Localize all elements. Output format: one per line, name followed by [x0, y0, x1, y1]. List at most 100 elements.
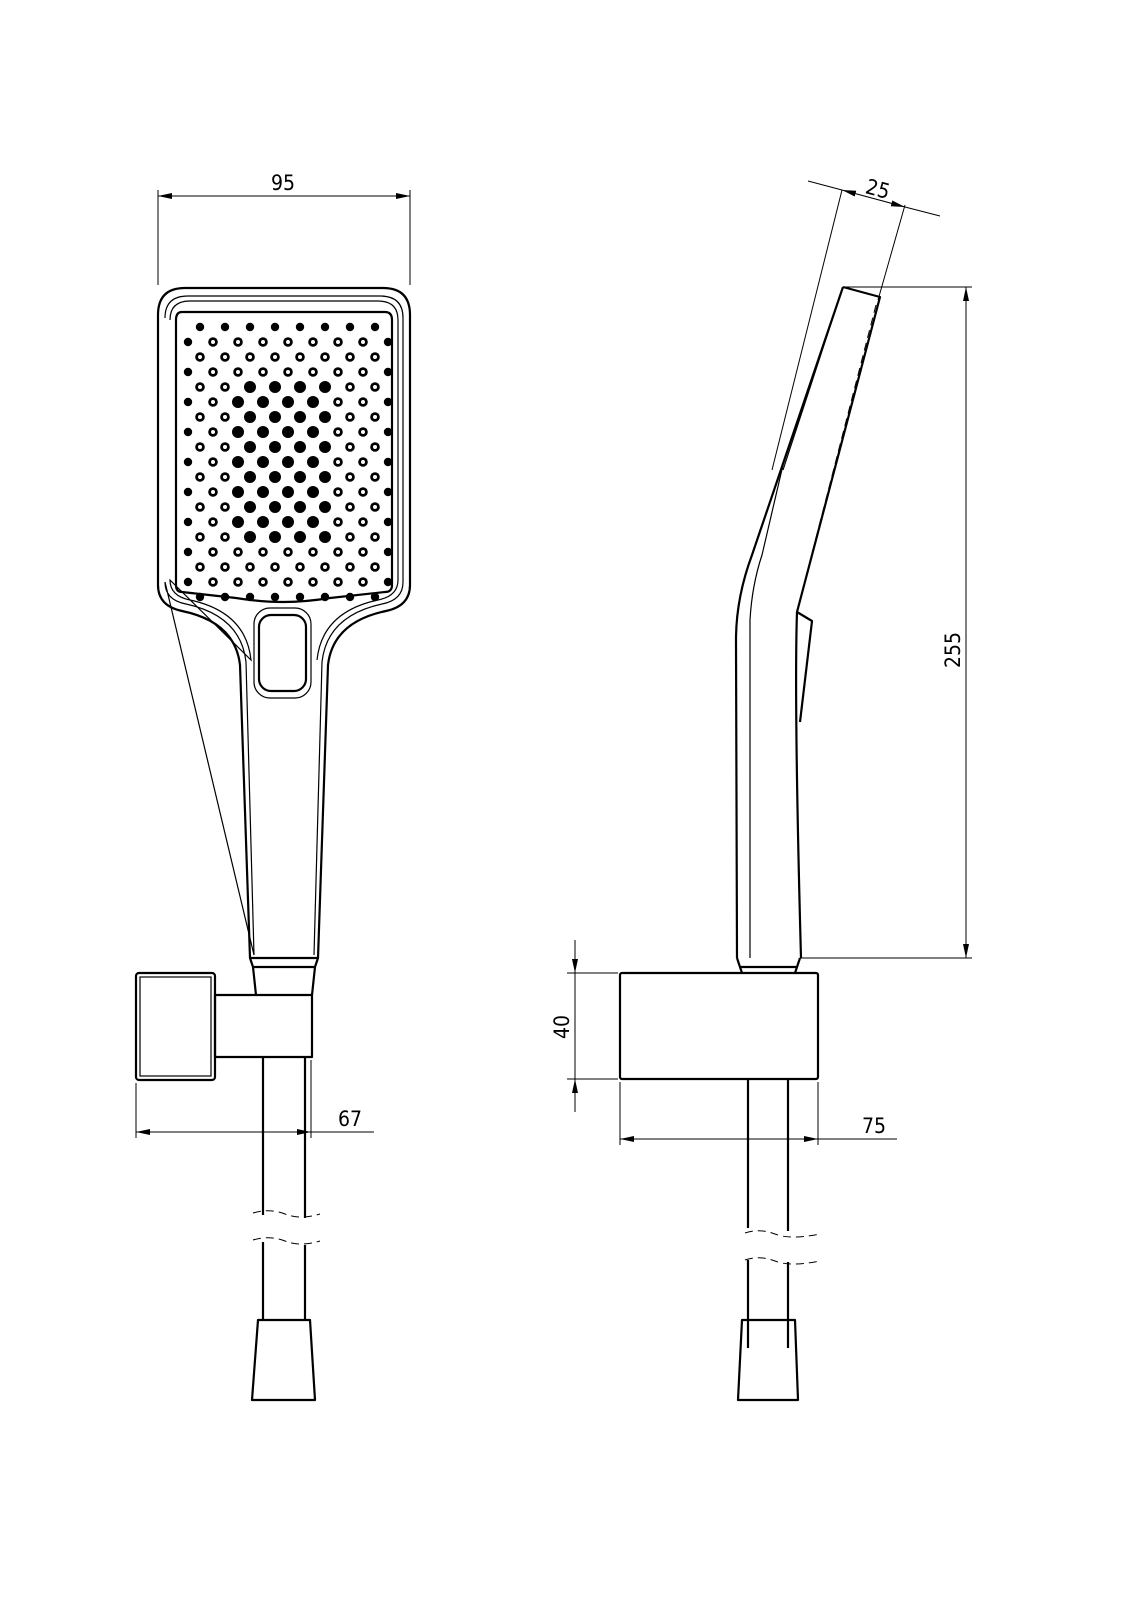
dimension-label-67: 67	[338, 1107, 362, 1131]
nozzle-center	[336, 580, 340, 584]
mode-button-outer	[253, 607, 312, 699]
nozzle-center	[261, 580, 265, 584]
nozzle	[383, 397, 393, 407]
dimension-head-depth: 25	[771, 175, 941, 471]
side-head-face	[795, 285, 882, 723]
nozzle	[245, 322, 255, 332]
nozzle-center	[211, 580, 215, 584]
nozzle	[269, 411, 281, 423]
nozzle-center	[286, 370, 290, 374]
nozzle	[307, 426, 319, 438]
hose-break-mark	[252, 1210, 321, 1245]
nozzle-center	[261, 550, 265, 554]
dimension-label-40: 40	[550, 1015, 574, 1039]
nozzle-center	[348, 385, 352, 389]
nozzle-center	[311, 340, 315, 344]
nozzle-center	[223, 535, 227, 539]
nozzle-center	[336, 550, 340, 554]
nozzle-center	[373, 445, 377, 449]
side-head-back	[734, 286, 845, 959]
nozzle-center	[361, 370, 365, 374]
nozzle-center	[261, 340, 265, 344]
nozzle-center	[361, 520, 365, 524]
nozzle-center	[373, 565, 377, 569]
dimension-holder-front: 67	[135, 1060, 374, 1138]
nozzle-center	[198, 505, 202, 509]
nozzle	[244, 471, 256, 483]
nozzle-center	[361, 400, 365, 404]
nozzle-center	[373, 415, 377, 419]
nozzle	[319, 501, 331, 513]
nozzle-center	[286, 580, 290, 584]
nozzle	[282, 486, 294, 498]
nozzle	[183, 577, 193, 587]
nozzle-center	[298, 565, 302, 569]
nozzle-center	[211, 370, 215, 374]
nozzle-center	[211, 520, 215, 524]
nozzle-center	[198, 475, 202, 479]
nozzle-center	[361, 460, 365, 464]
nozzle-center	[223, 565, 227, 569]
nozzle-center	[198, 385, 202, 389]
nozzle-center	[348, 445, 352, 449]
nozzle-center	[373, 505, 377, 509]
nozzle	[183, 397, 193, 407]
nozzle	[319, 531, 331, 543]
nozzle-center	[211, 490, 215, 494]
nozzle	[294, 381, 306, 393]
nozzle	[294, 471, 306, 483]
nozzle-center	[211, 550, 215, 554]
nozzle-center	[198, 565, 202, 569]
nozzle-center	[336, 490, 340, 494]
nozzle	[282, 456, 294, 468]
nozzle-center	[248, 355, 252, 359]
nozzle-center	[348, 505, 352, 509]
dimension-holder-height: 40	[550, 940, 618, 1112]
nozzle-center	[373, 475, 377, 479]
nozzle	[269, 471, 281, 483]
nozzle	[269, 501, 281, 513]
nozzle-center	[348, 475, 352, 479]
nozzle	[383, 547, 393, 557]
nozzle-center	[223, 385, 227, 389]
nozzle	[307, 456, 319, 468]
nozzle	[294, 441, 306, 453]
nozzle	[257, 456, 269, 468]
nozzle-center	[223, 415, 227, 419]
shower-head-outline	[156, 286, 412, 960]
nozzle	[270, 592, 280, 602]
dimension-label-25: 25	[863, 175, 892, 204]
nozzle	[269, 441, 281, 453]
nozzle	[183, 457, 193, 467]
dimension-label-255: 255	[941, 632, 965, 668]
nozzle	[183, 337, 193, 347]
nozzle-center	[211, 430, 215, 434]
nozzle-center	[261, 370, 265, 374]
wall-holder-block-inner	[139, 976, 212, 1077]
nozzle-center	[336, 370, 340, 374]
nozzle-center	[323, 355, 327, 359]
nozzle	[383, 487, 393, 497]
nozzle	[383, 337, 393, 347]
nozzle-center	[348, 535, 352, 539]
nozzle	[183, 517, 193, 527]
side-hose	[746, 1079, 790, 1348]
nozzle-center	[311, 580, 315, 584]
nozzle-center	[198, 445, 202, 449]
dimension-label-75: 75	[862, 1114, 886, 1138]
nozzle-center	[373, 535, 377, 539]
mode-button[interactable]	[257, 613, 308, 693]
nozzle-center	[198, 535, 202, 539]
nozzle	[294, 501, 306, 513]
nozzle-center	[348, 565, 352, 569]
handle-collar	[248, 957, 320, 996]
nozzle	[195, 592, 205, 602]
front-view: 95 67	[134, 171, 412, 1402]
nozzle-center	[223, 445, 227, 449]
nozzle-center	[336, 340, 340, 344]
nozzle	[220, 592, 230, 602]
nozzle-center	[236, 340, 240, 344]
nozzle	[257, 486, 269, 498]
nozzle-center	[336, 400, 340, 404]
nozzle	[245, 592, 255, 602]
